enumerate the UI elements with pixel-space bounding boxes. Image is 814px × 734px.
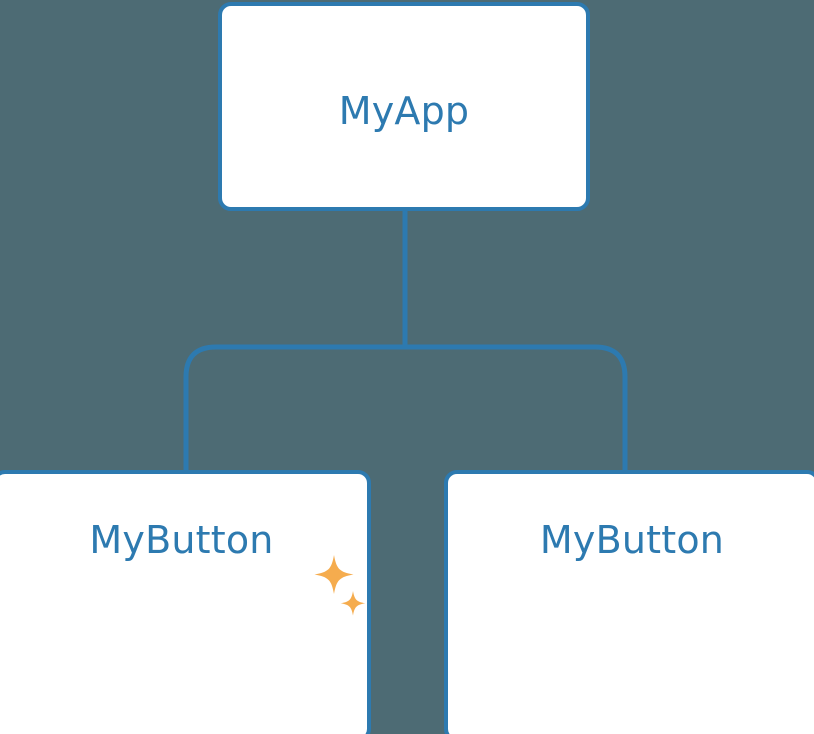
node-myapp[interactable]: MyApp xyxy=(218,2,590,211)
node-myapp-title: MyApp xyxy=(338,89,470,133)
node-mybutton-1[interactable]: MyButton xyxy=(0,470,371,734)
connector-branch-left xyxy=(183,344,405,478)
node-mybutton-2[interactable]: MyButton xyxy=(444,470,814,734)
connector-branch-right xyxy=(405,344,628,478)
node-mybutton-2-title: MyButton xyxy=(539,518,725,562)
node-mybutton-1-title: MyButton xyxy=(89,518,274,562)
